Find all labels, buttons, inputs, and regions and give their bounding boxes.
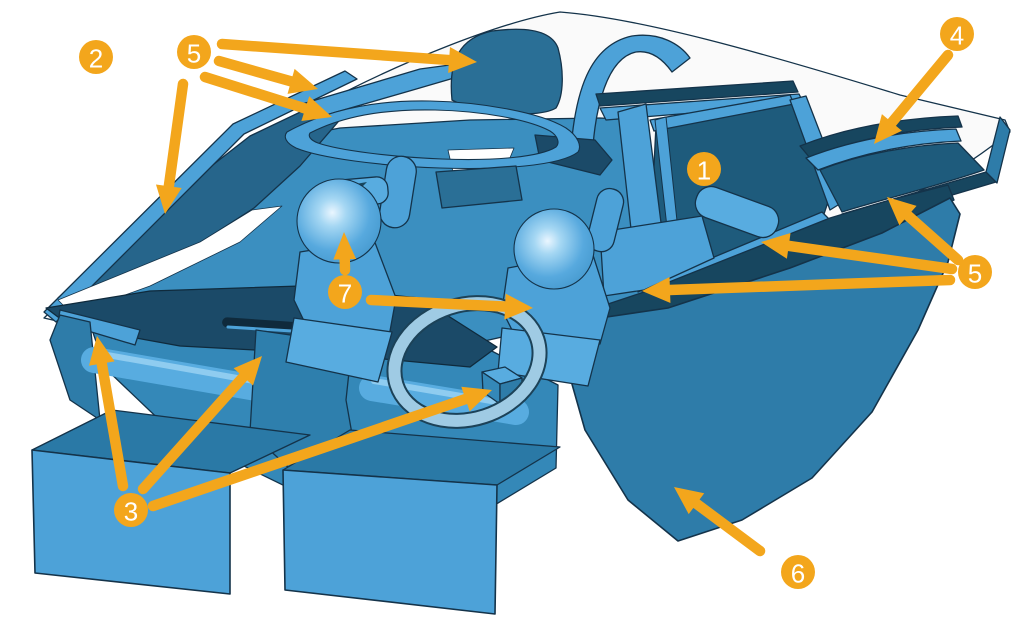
passenger-headrest [586,187,625,253]
callout-arrow-head [461,386,492,412]
rear-window-top-rail [805,128,962,171]
callout-badge-circle [114,493,148,527]
rear-bolster-pill [694,185,780,239]
callout-arrow-head [155,184,182,214]
canopy-right-edge-face [985,116,1011,184]
callout-arrow-shaft [216,38,459,66]
passenger-head-sphere [513,208,595,290]
callout-4: 4 [874,17,974,144]
callout-arrow-head [674,487,705,515]
driver-seat-cushion [285,317,393,383]
cowl-left-face [49,314,101,421]
callout-badge-number: 2 [89,44,103,74]
rear-window-glass [819,142,985,213]
callout-arrow-shaft [163,78,189,196]
defroster-vent-slot [222,317,308,333]
sill-box-right-front [282,469,498,615]
passenger-seat-cushion [497,327,601,387]
callout-badge-number: 3 [124,497,138,527]
callout-badge-circle [79,40,113,74]
sunroof-ring-frame [284,100,581,170]
callout-5-right: 5 [642,197,992,303]
callout-arrow-head [88,336,115,366]
annotation-layer: 1 2 3 4 5 5 6 7 [79,17,992,589]
callout-arrow-head [301,96,332,121]
overhead-console-panel [435,165,523,209]
callout-badge-circle [781,555,815,589]
callout-2: 2 [79,40,189,214]
callout-6: 6 [674,487,815,589]
driver-head-sphere [296,178,382,264]
roll-hoop-band [569,34,691,165]
callout-arrow-shaft [779,240,958,275]
callout-3: 3 [88,336,492,527]
callout-badge-circle [940,17,974,51]
callout-badge-circle [177,35,211,69]
callout-badge-number: 4 [950,21,964,51]
callout-badge-number: 5 [187,39,201,69]
callout-arrow-head [333,232,357,260]
callout-arrow-head [287,68,318,94]
callout-7: 7 [328,232,533,320]
callout-badge-circle [328,275,362,309]
callout-5-top: 5 [177,35,477,121]
car-illustration [31,11,1011,615]
callout-arrow-shaft [899,207,964,266]
callout-arrow-head [448,47,477,73]
callout-badge-number: 6 [791,559,805,589]
callout-arrow-shaft [95,354,129,492]
vent-slot-highlight [226,325,294,333]
callout-arrow-shaft [660,274,956,296]
callout-arrow-head [761,233,791,259]
callout-arrow-shaft [688,496,766,557]
roof-edge-dark-band-front [595,80,799,107]
callout-badge-number: 1 [697,156,711,186]
callout-arrow-head [504,293,533,320]
callout-arrow-shaft [147,392,475,512]
callout-arrow-shaft [884,49,954,131]
callout-arrow-shaft [365,294,515,313]
callout-badge-number: 7 [338,279,352,309]
callout-arrow-shaft [137,368,252,495]
crash-beam-left [81,347,269,401]
crash-beam-left-highlight [93,350,257,384]
callout-arrow-head [887,197,917,226]
callout-arrow-shaft [199,71,315,116]
callout-badge-circle [958,255,992,289]
callout-arrow-head [233,356,262,386]
callout-arrow-head [874,114,902,144]
callout-arrow-head [642,277,671,303]
canopy-dome [450,28,563,115]
callout-1: 1 [687,152,721,186]
callout-badge-number: 5 [968,259,982,289]
callout-badge-circle [687,152,721,186]
callout-arrow-shaft [213,55,301,88]
